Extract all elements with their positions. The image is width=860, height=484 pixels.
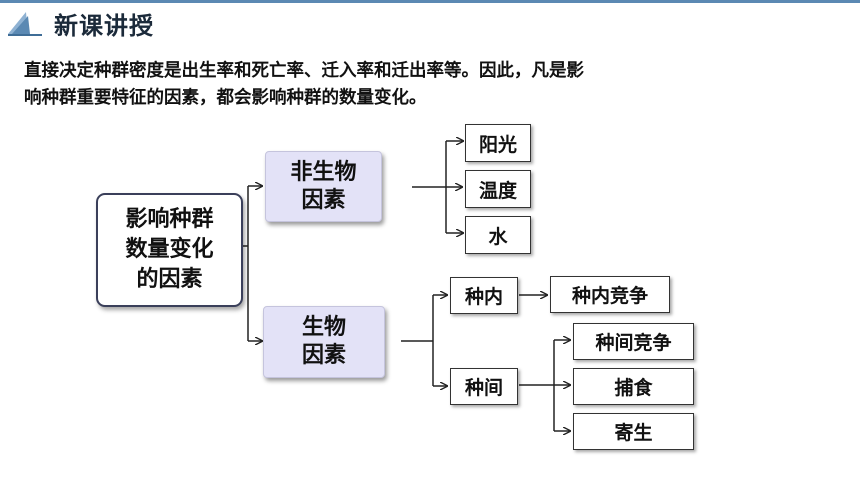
- abiotic-line-2: 因素: [301, 187, 346, 213]
- page-title: 新课讲授: [54, 12, 154, 40]
- root-line-3: 的因素: [136, 267, 203, 292]
- interspecific-node: 种间: [450, 368, 518, 405]
- biotic-line-1: 生物: [301, 315, 346, 340]
- leaf-sunlight: 阳光: [465, 124, 531, 162]
- leaf-intraspecific-competition: 种内竞争: [550, 276, 670, 313]
- book-icon: [8, 12, 42, 36]
- leaf-temperature: 温度: [465, 170, 531, 208]
- leaf-predation: 捕食: [573, 368, 694, 405]
- leaf-interspecific-competition: 种间竞争: [573, 323, 694, 360]
- header-accent-bar: [0, 0, 860, 3]
- biotic-line-2: 因素: [301, 343, 346, 368]
- leaf-water: 水: [465, 216, 531, 254]
- intro-paragraph: 直接决定种群密度是出生率和死亡率、迁入率和迁出率等。因此，凡是影 响种群重要特征…: [24, 58, 824, 112]
- root-line-1: 影响种群: [125, 207, 214, 232]
- biotic-factor-node: 生物 因素: [263, 306, 385, 378]
- abiotic-factor-node: 非生物 因素: [265, 151, 382, 222]
- header: 新课讲授: [0, 0, 860, 44]
- intraspecific-node: 种内: [450, 277, 518, 314]
- intro-line-1: 直接决定种群密度是出生率和死亡率、迁入率和迁出率等。因此，凡是影: [24, 61, 584, 81]
- intro-line-2: 响种群重要特征的因素，都会影响种群的数量变化。: [24, 88, 427, 108]
- root-line-2: 数量变化: [125, 237, 214, 262]
- leaf-parasitism: 寄生: [573, 413, 694, 450]
- abiotic-line-1: 非生物: [290, 159, 357, 185]
- root-node: 影响种群 数量变化 的因素: [96, 193, 243, 307]
